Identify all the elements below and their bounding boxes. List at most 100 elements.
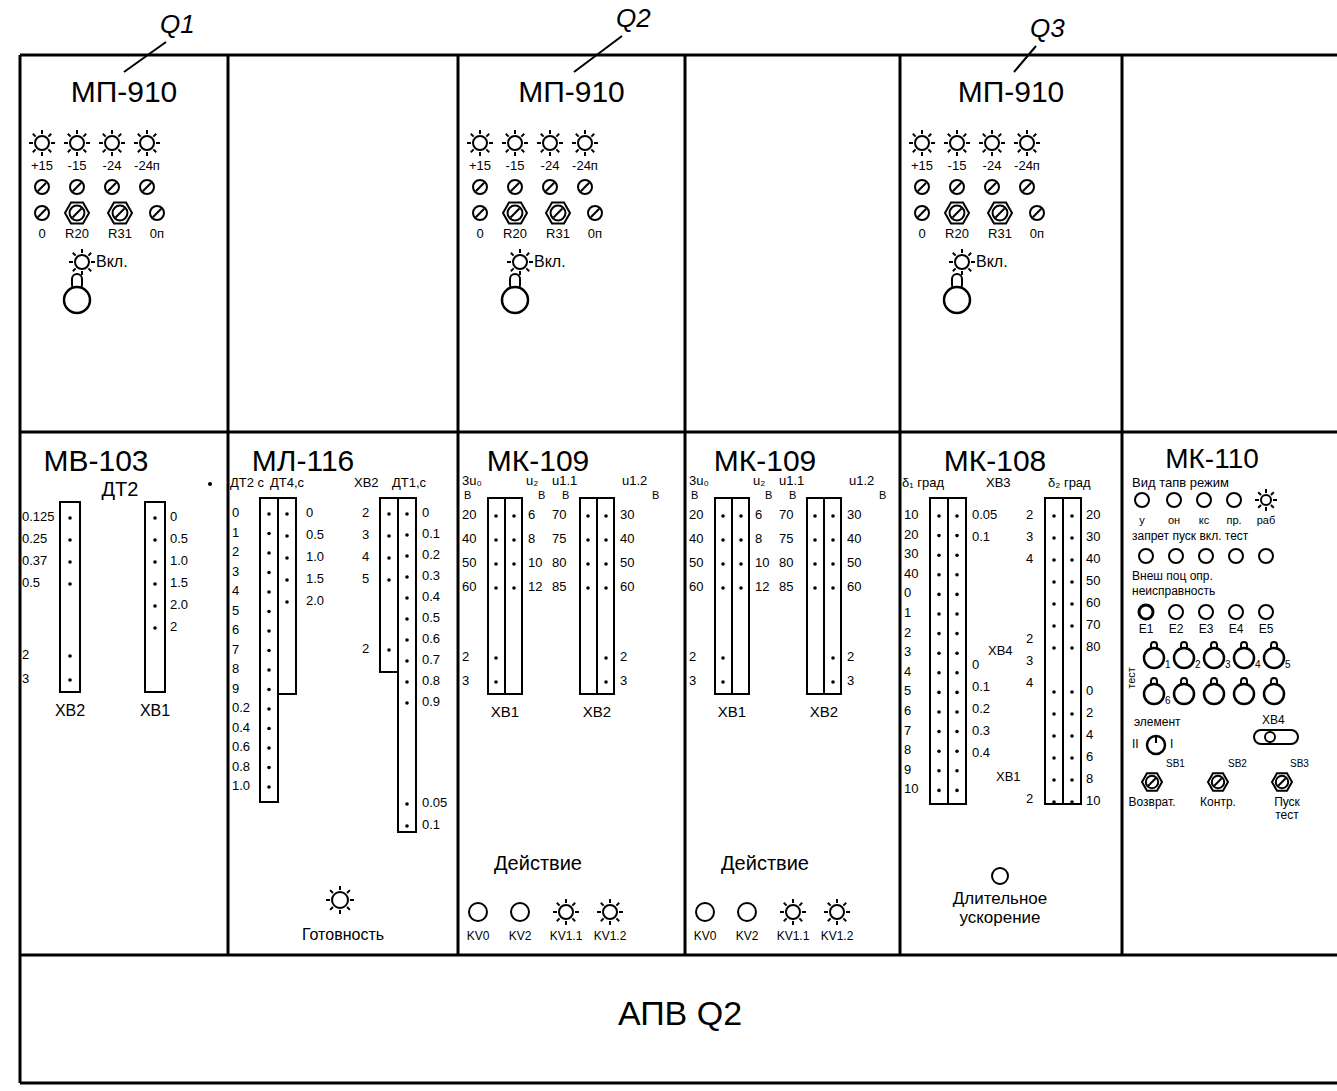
module-face (696, 498, 850, 925)
indicator-circle (944, 287, 970, 313)
marker-dot (208, 482, 212, 486)
switch-contact (285, 578, 289, 582)
indicator-circle (1144, 648, 1164, 668)
panel-text: 0.7 (422, 653, 440, 667)
indicator-circle (35, 206, 49, 220)
lamp-ray (339, 886, 341, 890)
switch-slot (488, 498, 522, 694)
panel-text: u1.1 (552, 474, 577, 488)
module-face (467, 130, 602, 313)
panel-text: 6 (232, 623, 239, 637)
switch-contact (285, 600, 289, 604)
indicator-circle (113, 206, 128, 221)
switch-contact (937, 651, 941, 655)
indicator-circle (1234, 684, 1254, 704)
indicator-circle (1265, 732, 1275, 742)
panel-text: 75 (779, 532, 793, 546)
switch-contact (285, 534, 289, 538)
screw-slot (1023, 183, 1031, 191)
frame-line (899, 55, 902, 955)
screw-slot (988, 183, 996, 191)
indicator-lamp (915, 136, 929, 150)
indicator-circle (1139, 549, 1153, 563)
panel-text: МК-108 (944, 444, 1047, 477)
lamp-ray (29, 142, 33, 144)
panel-text: -24п (1014, 159, 1040, 173)
panel-text: 0 (38, 227, 45, 241)
panel-text: 20 (689, 508, 703, 522)
panel-text: 1.5 (306, 572, 324, 586)
switch-contact (267, 649, 271, 653)
lamp-ray (584, 130, 586, 134)
switch-contact (604, 514, 608, 518)
switch-contact (153, 604, 157, 608)
leader-line (1014, 46, 1036, 72)
lamp-ray (507, 261, 511, 263)
switch-contact (721, 514, 725, 518)
switch-contact (1070, 646, 1074, 650)
lamp-ray (968, 268, 971, 271)
switch-contact (405, 533, 409, 537)
panel-text: 0 (918, 227, 925, 241)
panel-text: Е5 (1259, 623, 1274, 636)
switch-contact (1052, 514, 1056, 518)
switch-contact (512, 538, 516, 542)
panel-text: 6 (1165, 695, 1171, 706)
lamp-ray (961, 249, 963, 253)
indicator-circle (140, 180, 154, 194)
indicator-circle (105, 180, 119, 194)
lamp-ray (118, 134, 121, 137)
switch-slot (715, 498, 749, 694)
switch-contact (1070, 800, 1074, 804)
switch-contact (739, 586, 743, 590)
panel-text: -24п (134, 159, 160, 173)
panel-text: 10 (1086, 794, 1100, 808)
lamp-ray (553, 911, 557, 913)
switch-contact (1052, 756, 1056, 760)
panel-text: Внеш поц опр. (1132, 570, 1213, 583)
lamp-ray (514, 152, 516, 156)
switch-contact (1052, 536, 1056, 540)
switch-contact (739, 514, 743, 518)
lamp-ray (134, 142, 138, 144)
panel-text: +15 (469, 159, 491, 173)
panel-text: В (652, 489, 659, 501)
lamp-ray (521, 134, 524, 137)
screw-slot (153, 209, 161, 217)
switch-slot-divider (731, 498, 733, 694)
panel-text: SB3 (1290, 758, 1309, 769)
panel-text: 50 (462, 556, 476, 570)
lamp-ray (846, 911, 850, 913)
lamp-ray (506, 134, 509, 137)
switch-contact (955, 710, 959, 714)
lamp-ray (1033, 149, 1036, 152)
switch-contact (405, 824, 409, 828)
indicator-lamp (1261, 495, 1271, 505)
switch-contact (1052, 580, 1056, 584)
switch-contact (387, 556, 391, 560)
switch-contact (405, 554, 409, 558)
panel-text: МП-910 (518, 75, 625, 108)
switch-contact (68, 560, 72, 564)
panel-text: пр. (1226, 514, 1241, 526)
switch-contact (937, 691, 941, 695)
switch-contact (494, 586, 498, 590)
switch-contact (267, 610, 271, 614)
panel-text: 4 (1255, 659, 1261, 670)
panel-text: 2 (1026, 632, 1033, 646)
panel-text: элемент (1134, 716, 1181, 729)
indicator-circle (1167, 493, 1181, 507)
switch-contact (955, 671, 959, 675)
switch-contact (831, 538, 835, 542)
callout-label: Q1 (160, 10, 195, 39)
lamp-ray (979, 142, 983, 144)
switch-contact (405, 575, 409, 579)
indicator-circle (950, 206, 965, 221)
switch-contact (1052, 778, 1056, 782)
panel-text: 2 (1026, 508, 1033, 522)
switch-contact (955, 612, 959, 616)
panel-text: 80 (552, 556, 566, 570)
indicator-circle (473, 180, 487, 194)
panel-text: МП-910 (958, 75, 1065, 108)
panel-text: ХВ2 (810, 704, 838, 721)
